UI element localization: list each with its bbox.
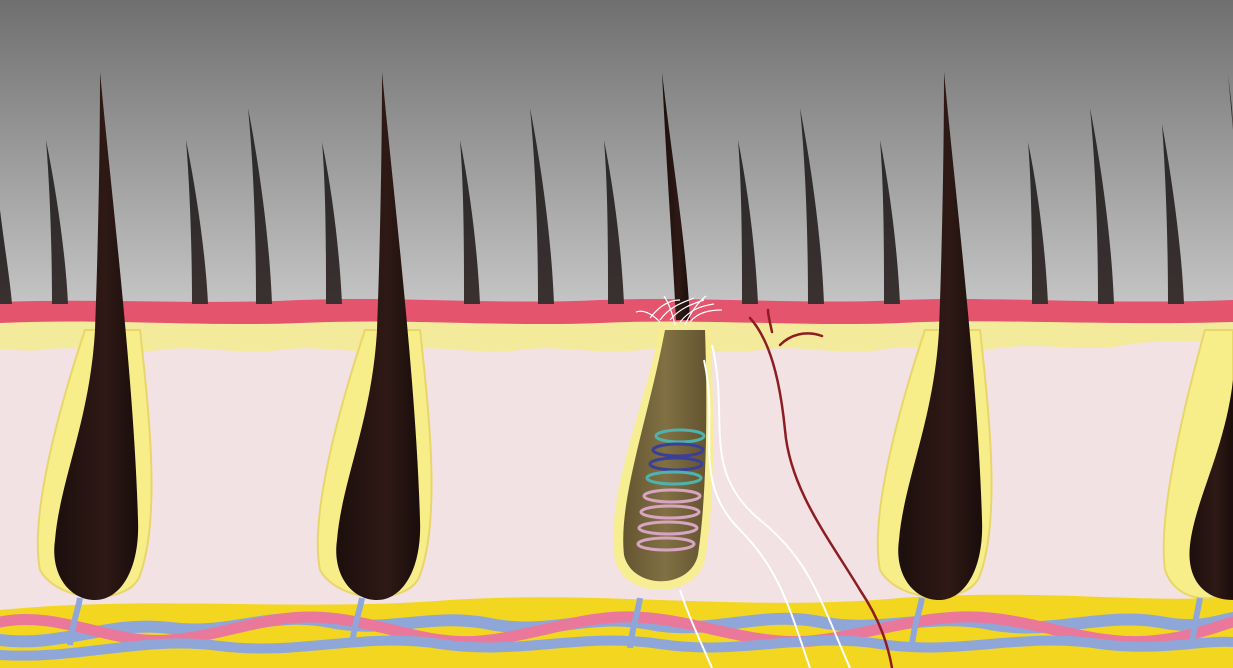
dermis-layer [0, 320, 1233, 620]
